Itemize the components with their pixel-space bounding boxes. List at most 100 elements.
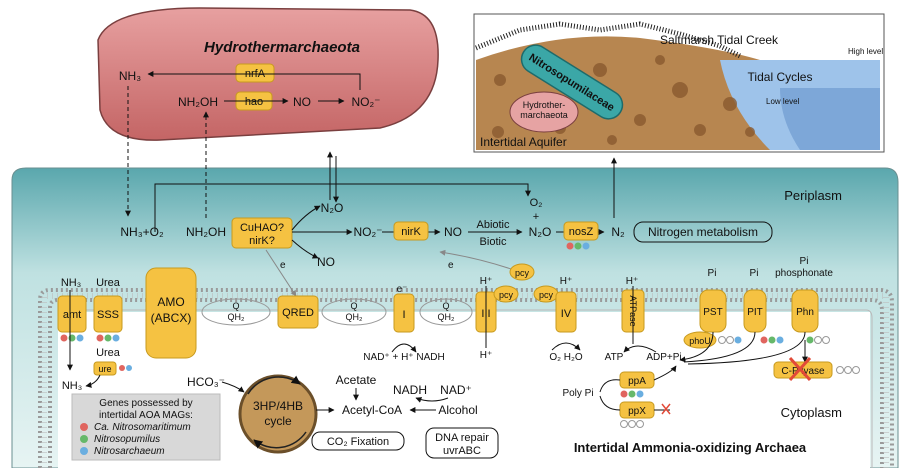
legend-title-1: Genes possessed by (99, 398, 192, 409)
pit-gene-dots (760, 336, 784, 344)
footer-title: Intertidal Ammonia-oxidizing Archaea (574, 440, 807, 455)
dna-repair-label: DNA repair (435, 432, 489, 444)
biotic-label: Biotic (480, 236, 507, 248)
ure-enzyme (93, 361, 117, 376)
sss-label: SSS (97, 309, 119, 321)
legend-label: Ca. Nitrosomaritimum (94, 422, 191, 433)
legend-label: Nitrosopumilus (94, 434, 160, 445)
qh2-label-2: QH₂ (346, 312, 364, 322)
amt-transporter (57, 295, 87, 333)
nitrogen-metabolism-box (633, 221, 773, 243)
nadplus-label: NAD⁺ (440, 383, 472, 397)
ure-gene-dots (119, 365, 132, 371)
ure-label: ure (98, 364, 111, 374)
pi-label-pit: Pi (750, 268, 759, 279)
pit-to-adp-line (683, 331, 756, 363)
phn-to-adp-line (687, 331, 806, 365)
pit-label: PIT (747, 307, 763, 318)
q-pool-3 (419, 298, 473, 326)
intertidal-aquifer-label: Intertidal Aquifer (480, 135, 567, 149)
low-level-label: Low level (766, 97, 800, 106)
pcy-1 (493, 285, 519, 303)
alcohol-label: Alcohol (438, 403, 477, 417)
pst-to-adp-arrow (679, 331, 714, 363)
amo-complex (145, 267, 197, 359)
high-level-label: High level (848, 47, 883, 56)
electron-to-qred-arrow (265, 249, 297, 297)
top-no2: NO₂⁻ (352, 95, 381, 109)
electron-minus-label: e⁻ (397, 284, 408, 295)
cplyase-cross-icon (788, 356, 812, 382)
hao-label: hao (245, 96, 263, 108)
to-no-arrow (291, 239, 319, 259)
cycle-label-1: 3HP/4HB (253, 399, 303, 413)
q-pool-2 (321, 298, 387, 326)
acetylcoa-label: Acetyl-CoA (342, 403, 402, 417)
hplus-c3-bottom: H⁺ (480, 350, 493, 361)
cplyase-gene-dots (836, 366, 860, 374)
co2-fixation-box (311, 431, 405, 451)
sss-transporter (93, 295, 123, 333)
urea-to-nh3-arrow (85, 374, 101, 388)
hco3-label: HCO₃⁻ (187, 375, 225, 389)
acetate-label: Acetate (336, 373, 377, 387)
polypi-ppx-line (599, 395, 621, 411)
nirk-q-label: nirK? (249, 235, 275, 247)
o2-h2o-label: O₂ H₂O (549, 352, 583, 363)
polypi-ppa-line (599, 379, 621, 393)
plus-label: + (533, 211, 539, 223)
ppa-to-adp-arrow (653, 365, 677, 381)
hydrothermarchaeota-title: Hydrothermarchaeota (204, 39, 360, 56)
dna-repair-box (425, 427, 499, 459)
atp-label: ATP (605, 352, 624, 363)
pi-label-phn: Pi (800, 256, 809, 267)
inset-hydro-label-1: Hydrother- (523, 100, 566, 110)
n2o-label: N₂O (529, 225, 552, 239)
pcy-2 (509, 263, 535, 281)
amo-label: AMO (157, 295, 184, 309)
o2-to-h2o-arrow (551, 342, 581, 351)
o2-label: O₂ (530, 197, 543, 209)
pi-label-pst: Pi (708, 268, 717, 279)
no2-label: NO₂⁻ (354, 225, 383, 239)
complex-iv (555, 291, 577, 333)
legend-title-2: intertidal AOA MAGs: (99, 410, 193, 421)
nh3-bottom-label: NH₃ (62, 380, 82, 392)
nosz-enzyme (563, 221, 599, 241)
legend-swatch (80, 447, 88, 455)
q-label-2: Q (350, 301, 357, 311)
nitrosopumilaceae-cell (520, 44, 624, 120)
ppa-label: ppA (628, 376, 646, 387)
periplasm-label: Periplasm (784, 188, 842, 203)
ppx-gene-dots (620, 420, 644, 428)
urea-label: Urea (96, 277, 121, 289)
qh2-label-1: QH₂ (228, 312, 246, 322)
phou-regulator (683, 331, 717, 349)
sss-gene-dots (96, 334, 120, 342)
phn-label: Phn (796, 307, 814, 318)
cycle-arrow-2 (253, 431, 307, 449)
tidal-cycles-label: Tidal Cycles (748, 70, 813, 84)
to-n2o-arrow (291, 205, 321, 231)
nosz-gene-dots (566, 242, 590, 250)
electron-label-1: e (280, 260, 286, 271)
pcy-label-3: pcy (539, 290, 554, 300)
nh3-o2-label: NH₃+O₂ (120, 225, 164, 239)
hplus-c4-top: H⁺ (560, 276, 573, 287)
poly-pi-label: Poly Pi (562, 388, 593, 399)
electron-label-2: e (448, 260, 454, 271)
3hp-4hb-cycle (238, 374, 318, 454)
adp-pi-label: ADP+Pi (646, 352, 681, 363)
complex-iv-label: IV (561, 308, 572, 320)
pst-gene-dots (718, 336, 742, 344)
gene-legend (71, 393, 221, 461)
qh2-label-3: QH₂ (438, 312, 456, 322)
phou-label: phoU (689, 336, 711, 346)
uvrabc-label: uvrABC (443, 445, 481, 457)
nitrogen-metabolism-label: Nitrogen metabolism (648, 225, 758, 239)
no-label: NO (444, 225, 462, 239)
inset-hydro-label-2: marchaeota (520, 110, 568, 120)
qred-label: QRED (282, 307, 314, 319)
phn-gene-dots (806, 336, 830, 344)
adp-to-atp-arrow (623, 345, 657, 353)
